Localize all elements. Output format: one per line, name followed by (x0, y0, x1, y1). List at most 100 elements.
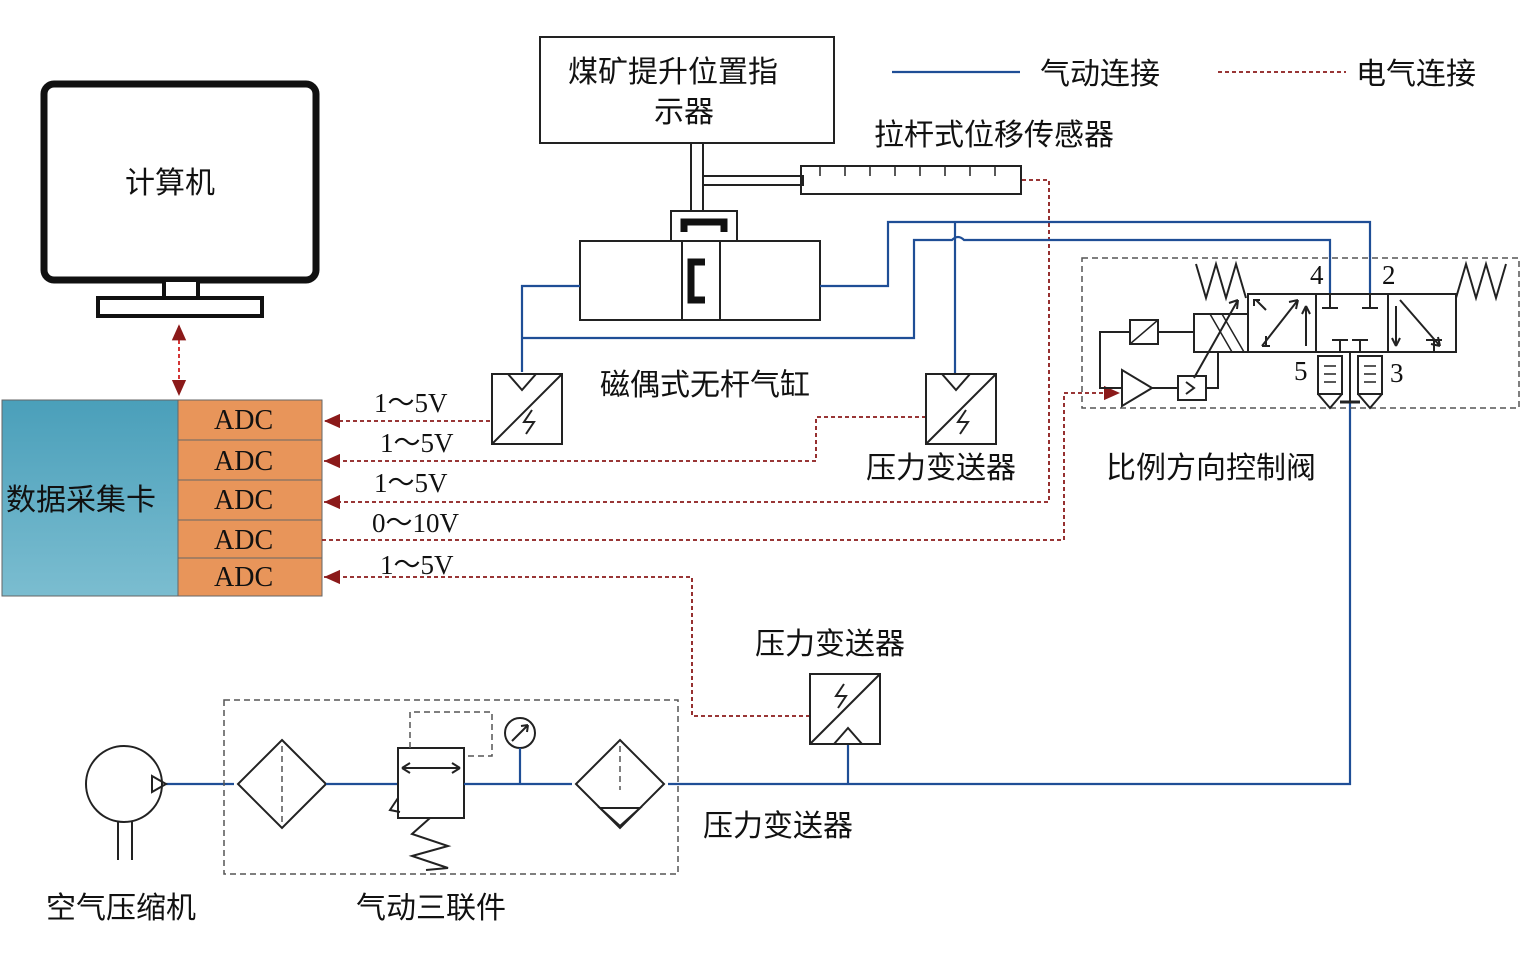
signal-label-5: 1～5V (380, 550, 454, 580)
indicator-label-line2: 示器 (654, 95, 714, 130)
signal-label-1: 1～5V (374, 388, 448, 418)
valve-arrow-left-c (1253, 299, 1267, 311)
filter-icon (236, 738, 328, 830)
position-indicator: 煤矿提升位置指 示器 (539, 36, 835, 212)
valve-arrow-left-a (1261, 299, 1299, 347)
adc-channel-5 (177, 557, 323, 597)
valve-arrow-right-c (1426, 339, 1442, 352)
position-sensor-icon (1185, 381, 1196, 395)
pressure-transmitter-line-label: 压力变送器 (703, 809, 853, 844)
displacement-sensor: 拉杆式位移传感器 (702, 118, 1114, 195)
valve-position-sensor (1177, 375, 1207, 401)
daq-card: 数据采集卡 ADC ADC ADC ADC ADC (1, 399, 323, 597)
adc-label-5: ADC (214, 562, 273, 593)
regulator-pilot-line (409, 711, 493, 757)
pipe-cylinder-left-to-port4 (522, 235, 1332, 340)
cylinder-piston (681, 240, 721, 321)
valve-feedback-loop (1099, 331, 1130, 389)
displacement-sensor-label: 拉杆式位移传感器 (874, 118, 1114, 153)
proportional-arrow-icon (1193, 299, 1239, 379)
monitor-neck (162, 278, 200, 300)
valve-arrow-left-d (1262, 336, 1270, 347)
valve-boundary (1081, 257, 1520, 409)
wire-ch2 (324, 416, 926, 469)
wire-ch5 (324, 569, 810, 717)
muffler-5-lines (1324, 365, 1336, 383)
transmitter-diagonal-1 (491, 373, 563, 445)
valve-spring-left-icon (1195, 260, 1247, 302)
muffler-3-lines (1364, 365, 1376, 383)
cylinder-label: 磁偶式无杆气缸 (600, 368, 810, 403)
transmitter-box-3 (809, 673, 881, 745)
signal-label-2: 1～5V (380, 428, 454, 458)
adc-label-3: ADC (214, 485, 273, 516)
rodless-cylinder: 磁偶式无杆气缸 (579, 210, 821, 403)
regulator-spring-icon (408, 817, 452, 871)
magnet-coupling-top-icon (680, 218, 728, 232)
transmitter-box-2 (925, 373, 997, 445)
compressor-label: 空气压缩机 (46, 891, 196, 926)
transmitter-port-1 (507, 373, 537, 392)
adc-label-1: ADC (214, 405, 273, 436)
electric-wiring (322, 179, 1120, 717)
feedback-diagonal (1129, 319, 1159, 345)
legend-pneumatic-label: 气动连接 (1040, 57, 1160, 92)
pipe-cylinder-left-to-transmitter (520, 284, 580, 372)
adc-channel-2 (177, 439, 323, 481)
exhaust-muffler-3-tip (1357, 393, 1383, 410)
indicator-label-line1: 煤矿提升位置指 (568, 55, 778, 90)
frl-label: 气动三联件 (356, 891, 506, 926)
valve-arrow-right-a (1399, 299, 1441, 347)
indicator-box (539, 36, 835, 144)
sensor-body (800, 165, 1022, 195)
pressure-transmitter-mid-label: 压力变送器 (866, 451, 1016, 486)
signal-label-3: 1～5V (374, 468, 448, 498)
wire-ch4 (322, 385, 1120, 541)
pipe-cylinder-right-to-port2 (820, 220, 1372, 294)
proportional-valve: 4 2 5 3 比例方向控制阀 (1081, 257, 1520, 486)
pneumatic-piping (166, 220, 1372, 786)
port-label-3: 3 (1390, 358, 1404, 388)
transmitter-port-3 (833, 726, 863, 745)
valve-spring-right-icon (1455, 260, 1507, 302)
sensor-rod (702, 175, 804, 186)
air-compressor: 空气压缩机 (46, 745, 196, 926)
pressure-transmitter-supply: 压力变送器 (755, 627, 905, 745)
magnet-coupling-piston-icon (687, 258, 705, 304)
sensor-scale-ticks (819, 166, 996, 176)
sensor-to-solenoid-line (1206, 352, 1219, 389)
regulator-body-icon (397, 747, 465, 819)
pressure-transmitter-supply-label: 压力变送器 (755, 627, 905, 662)
compressor-outlet-triangle (151, 774, 169, 794)
daq-body (1, 399, 179, 597)
lightning-icon-1 (522, 409, 536, 435)
signal-label-4: 0～10V (372, 508, 459, 538)
adc-channel-4 (177, 519, 323, 559)
gauge-needle (511, 724, 529, 742)
regulator-adjust (388, 797, 401, 813)
transmitter-port-2 (941, 373, 971, 392)
pressure-transmitter-cylinder (491, 373, 563, 445)
transmitter-diagonal-3 (809, 673, 881, 745)
transmitter-diagonal-2 (925, 373, 997, 445)
amplifier-icon (1121, 368, 1154, 408)
lubricator-drain (597, 807, 643, 828)
port-label-4: 4 (1310, 260, 1324, 290)
cylinder-barrel (579, 240, 821, 321)
monitor-base (96, 296, 264, 318)
valve-label: 比例方向控制阀 (1106, 451, 1316, 486)
adc-channel-1 (177, 399, 323, 441)
pressure-transmitter-mid: 压力变送器 (866, 373, 1016, 486)
pipe-supply-to-valve (668, 402, 1352, 786)
valve-arrow-right-b (1391, 306, 1401, 347)
transmitter-box-1 (491, 373, 563, 445)
lightning-icon-2 (956, 409, 970, 435)
legend-electric-label: 电气连接 (1356, 57, 1476, 92)
daq-label: 数据采集卡 (6, 483, 156, 518)
valve-center-blocked (1322, 294, 1378, 352)
compressor-shaft (117, 822, 133, 860)
legend: 气动连接 电气连接 (892, 57, 1476, 92)
indicator-rod (690, 142, 704, 212)
frl-boundary (223, 699, 679, 875)
